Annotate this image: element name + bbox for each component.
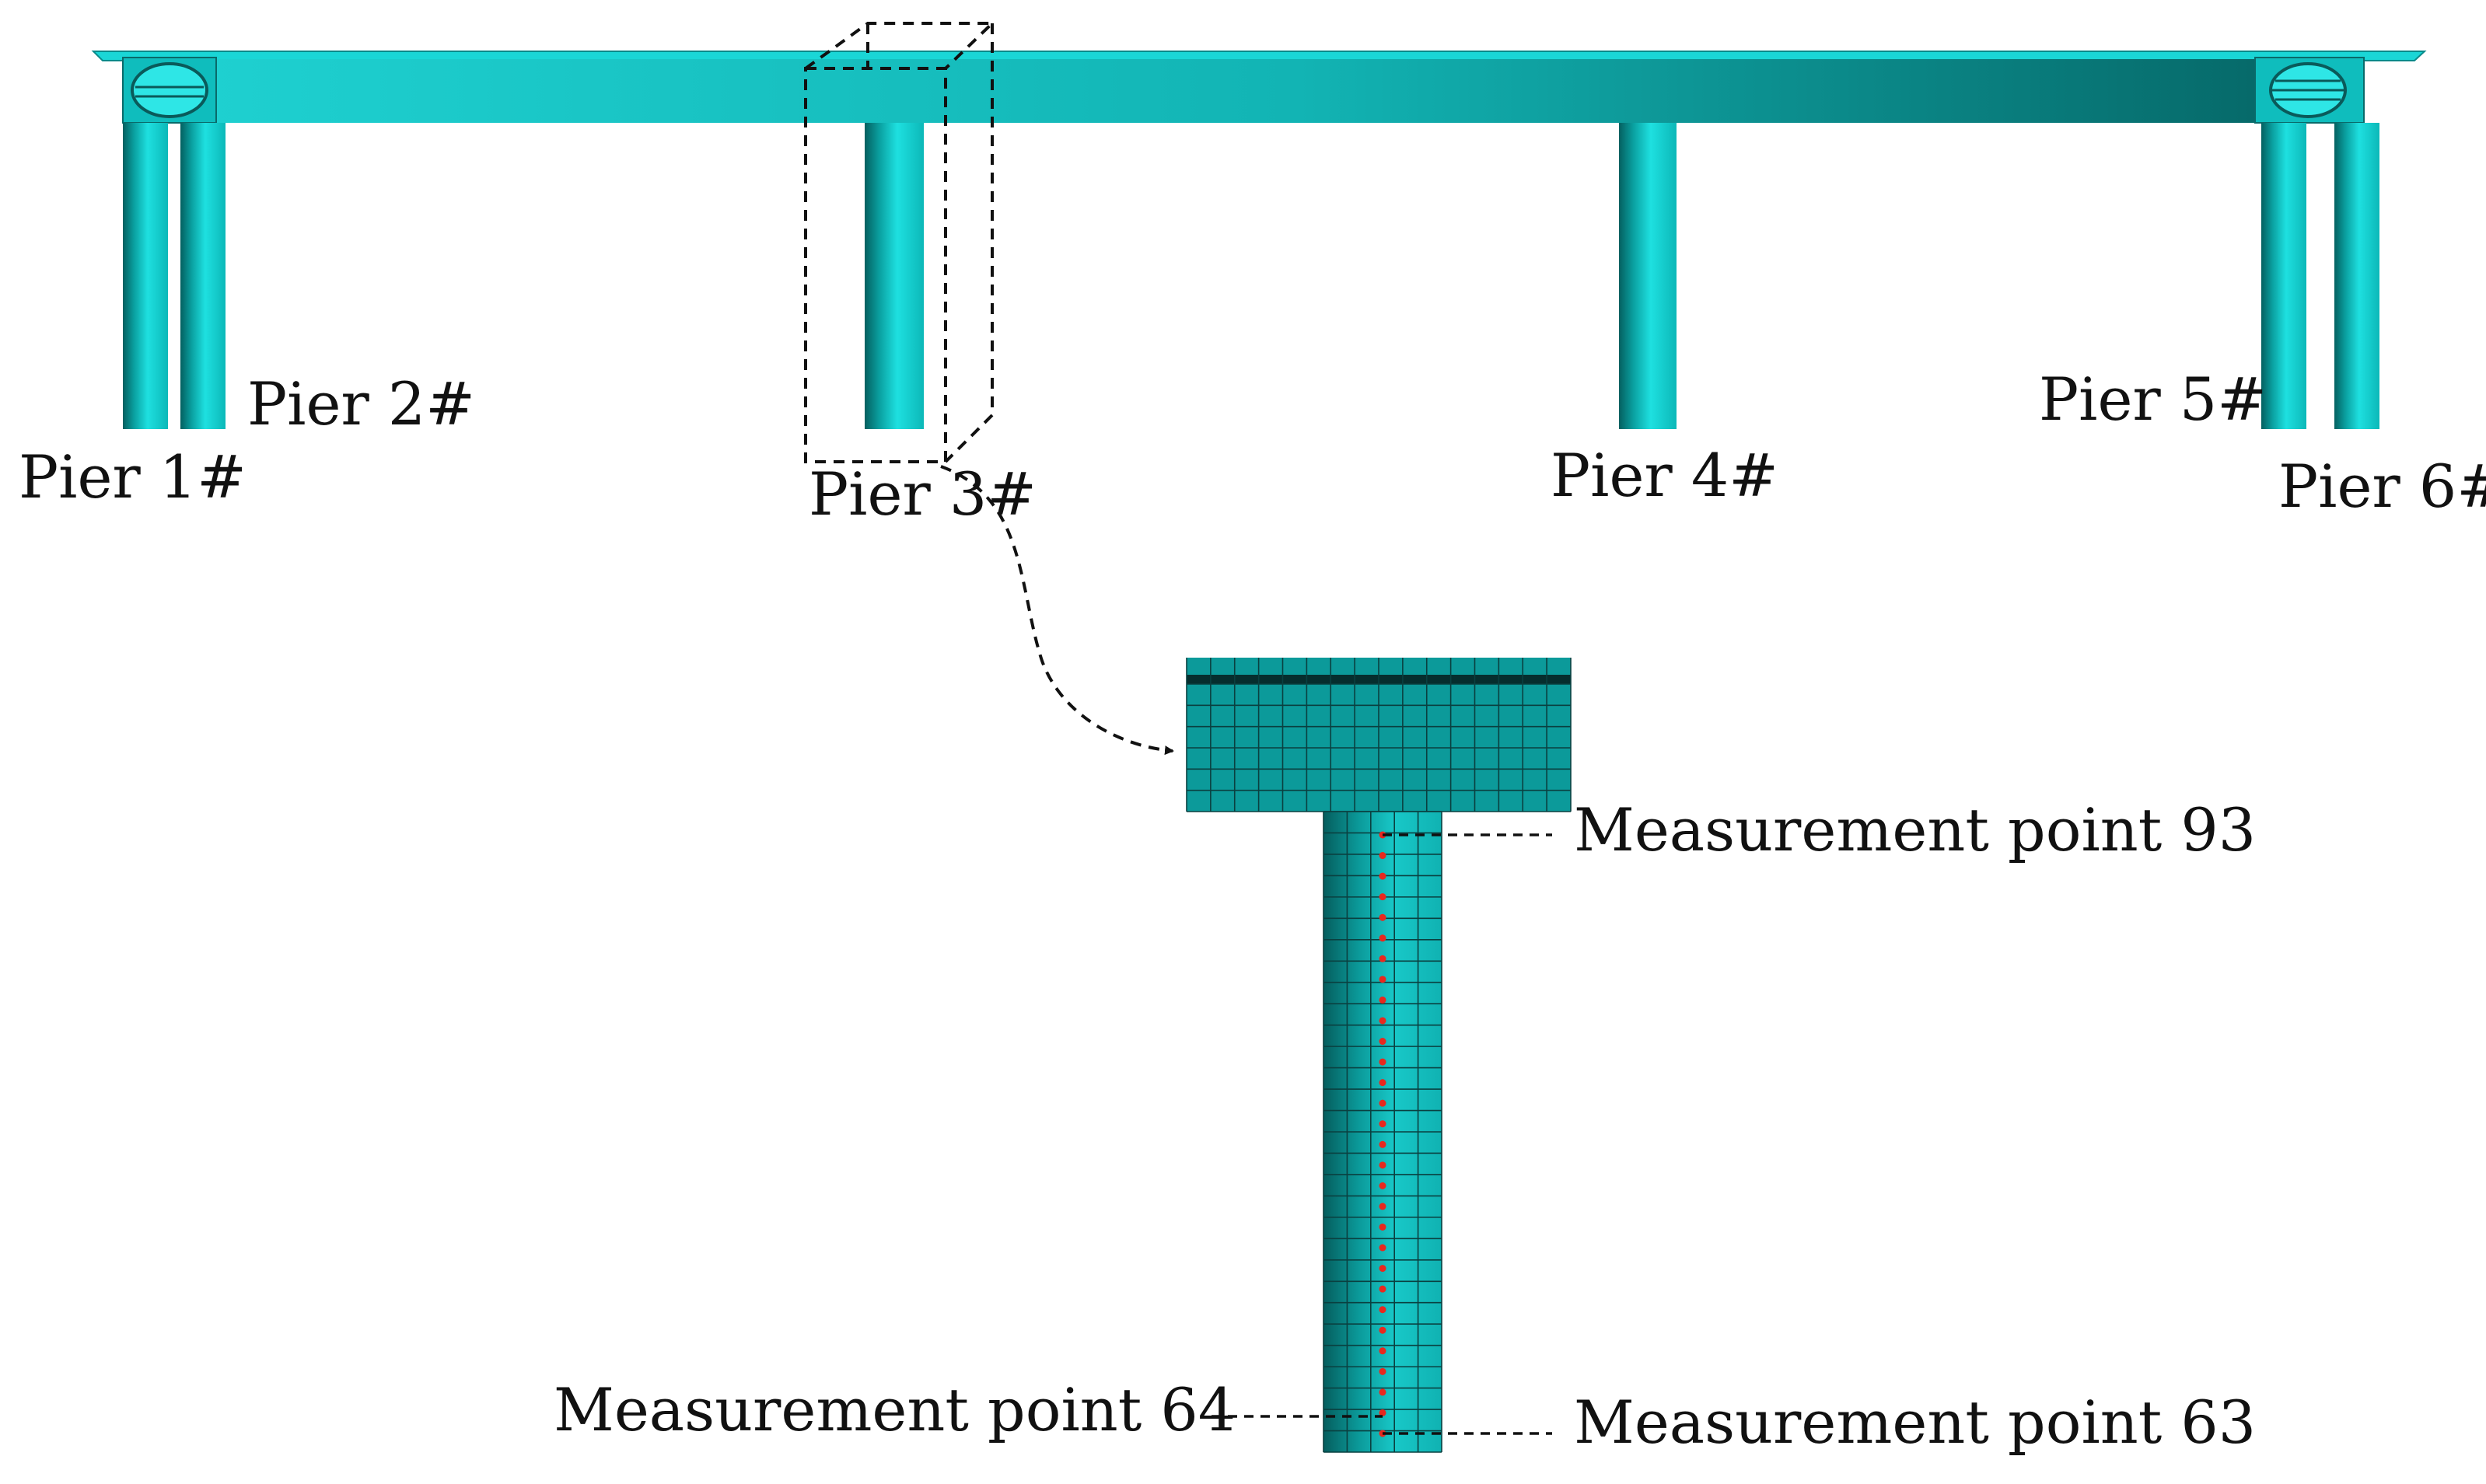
pier-detail — [1186, 658, 1572, 1453]
measurement-point-dot — [1379, 955, 1386, 962]
measurement-point-dot — [1379, 1244, 1386, 1252]
bridge-deck-top — [91, 51, 2427, 61]
measurement-point-dot — [1379, 1223, 1386, 1231]
measurement-point-dot — [1379, 934, 1386, 942]
measurement-point-dot — [1379, 1161, 1386, 1169]
measurement-point-dot — [1379, 1203, 1386, 1210]
detail-mesh — [1186, 658, 1572, 1453]
pier-5-label: Pier 5# — [2039, 365, 2267, 434]
bridge-deck-girder — [124, 59, 2255, 123]
measurement-point-dot — [1379, 1120, 1386, 1128]
pier-6-column — [2334, 123, 2379, 429]
measurement-point-dot — [1379, 913, 1386, 921]
pier-5-column — [2261, 123, 2306, 429]
measurement-point-dot — [1379, 996, 1386, 1004]
detail-arrow — [940, 465, 1174, 756]
measurement-point-dot — [1379, 1326, 1386, 1334]
measurement-point-dot — [1379, 1347, 1386, 1355]
pier-4-label: Pier 4# — [1551, 441, 1778, 510]
measurement-point-dot — [1379, 893, 1386, 901]
measurement-point-dot — [1379, 1099, 1386, 1107]
measurement-point-63-label: Measurement point 63 — [1574, 1388, 2256, 1457]
selection-box — [804, 22, 996, 463]
measurement-point-dot — [1379, 852, 1386, 860]
measurement-point-dot — [1379, 872, 1386, 880]
left-bearing — [131, 62, 208, 118]
pier-6-label: Pier 6# — [2278, 452, 2486, 521]
measurement-point-dot — [1379, 1058, 1386, 1066]
measurement-leaders — [1212, 833, 1552, 1435]
measurement-point-64-label: Measurement point 64 — [554, 1375, 1236, 1444]
pier-4-column — [1619, 123, 1677, 429]
measurement-point-dot — [1379, 1017, 1386, 1025]
pier-3-column — [865, 123, 924, 429]
measurement-point-93-label: Measurement point 93 — [1574, 795, 2256, 864]
pier-2-label: Pier 2# — [247, 369, 475, 438]
measurement-point-dot — [1379, 1388, 1386, 1396]
measurement-point-dot — [1379, 1038, 1386, 1046]
measurement-point-dot — [1379, 1265, 1386, 1273]
measurement-point-dot — [1379, 976, 1386, 983]
pier-2-column — [180, 123, 226, 429]
measurement-point-dot — [1379, 1182, 1386, 1189]
pier-1-label: Pier 1# — [19, 442, 247, 512]
measurement-point-dot — [1379, 1285, 1386, 1293]
measurement-points — [1379, 831, 1386, 1437]
measurement-point-dot — [1379, 1367, 1386, 1375]
pier-1-column — [123, 123, 168, 429]
pier-3-label: Pier 3# — [809, 459, 1037, 529]
right-bearing — [2269, 62, 2347, 118]
bridge-model — [91, 51, 2427, 429]
measurement-point-dot — [1379, 1079, 1386, 1087]
measurement-point-dot — [1379, 1409, 1386, 1416]
measurement-point-dot — [1379, 1140, 1386, 1148]
measurement-point-dot — [1379, 1306, 1386, 1314]
